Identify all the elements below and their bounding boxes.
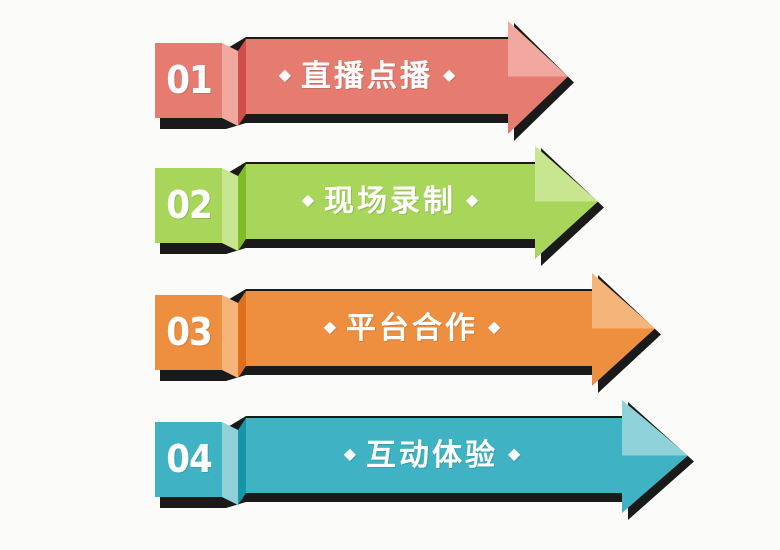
step-4-arrow-head-upper xyxy=(622,400,688,456)
step-4-number: 04 xyxy=(166,437,213,481)
step-2-arrow-head-upper xyxy=(535,146,598,202)
step-2-fold-light xyxy=(222,168,238,251)
step-3-number-tab xyxy=(155,295,222,370)
step-4-fold-dark xyxy=(238,418,246,505)
step-3-fold-light xyxy=(222,295,238,378)
step-2-label-text: 现场录制 xyxy=(324,184,456,219)
step-3-label: ◆ 平台合作 ◆ xyxy=(262,304,562,355)
step-1-number-tab xyxy=(155,43,222,118)
step-2-label: ◆ 现场录制 ◆ xyxy=(240,177,540,228)
step-2-arrow-body xyxy=(246,164,535,239)
step-4-arrow-body xyxy=(246,418,622,493)
step-1-fold-light xyxy=(222,43,238,126)
step-2-number: 02 xyxy=(166,183,213,227)
step-3-arrow-head-upper xyxy=(592,273,655,329)
step-2-bullet-left-icon: ◆ xyxy=(301,189,314,209)
step-3-label-text: 平台合作 xyxy=(346,311,478,346)
step-1-fold-dark xyxy=(238,39,246,126)
step-3-bullet-left-icon: ◆ xyxy=(323,316,336,336)
step-1-bullet-left-icon: ◆ xyxy=(278,64,291,84)
step-2-arrow-head-lower xyxy=(535,201,598,259)
step-3-number: 03 xyxy=(166,310,213,354)
step-1-number: 01 xyxy=(166,58,213,102)
step-2-number-tab xyxy=(155,168,222,243)
step-4-fold-light xyxy=(222,422,238,505)
step-4-bullet-right-icon: ◆ xyxy=(508,443,521,463)
step-1-label: ◆ 直播点播 ◆ xyxy=(217,52,517,103)
step-4-bullet-left-icon: ◆ xyxy=(343,443,356,463)
step-4-label-text: 互动体验 xyxy=(366,438,498,473)
step-3-bullet-right-icon: ◆ xyxy=(488,316,501,336)
step-2-bullet-right-icon: ◆ xyxy=(466,189,479,209)
step-4-number-tab xyxy=(155,422,222,497)
step-1-arrow-head-upper xyxy=(508,21,568,77)
step-4-arrow-head-lower xyxy=(622,455,688,513)
step-3-fold-dark xyxy=(238,291,246,378)
step-1-label-text: 直播点播 xyxy=(301,59,433,94)
step-4-label: ◆ 互动体验 ◆ xyxy=(282,431,582,482)
step-3-arrow-head-lower xyxy=(592,328,655,386)
step-1-arrow-head-lower xyxy=(508,76,568,134)
step-2-fold-dark xyxy=(238,164,246,251)
step-1-arrow-body xyxy=(246,39,508,114)
step-3-arrow-body xyxy=(246,291,592,366)
step-1-bullet-right-icon: ◆ xyxy=(443,64,456,84)
